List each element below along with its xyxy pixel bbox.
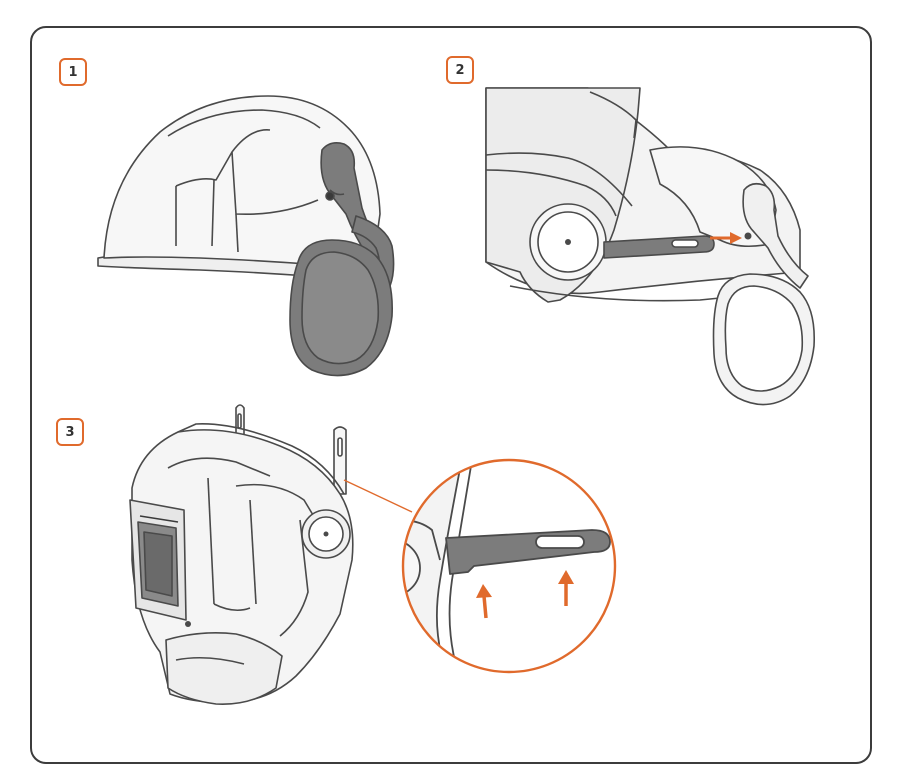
hard-hat-with-earmuff [97,95,395,377]
diagram-frame [30,26,872,764]
step-2-badge: 2 [446,56,474,84]
zoom-leader-line [343,479,413,513]
step-1-badge: 1 [59,58,87,86]
step-3-badge: 3 [56,418,84,446]
welding-helmet [129,404,354,705]
arrow-up-icon [558,570,574,606]
arrow-up-icon [476,584,492,619]
bracket-zoom-detail [403,460,615,672]
hard-hat-bracket-closeup [485,87,816,406]
arrow-right-icon [710,232,742,244]
zoom-circle [401,458,617,674]
